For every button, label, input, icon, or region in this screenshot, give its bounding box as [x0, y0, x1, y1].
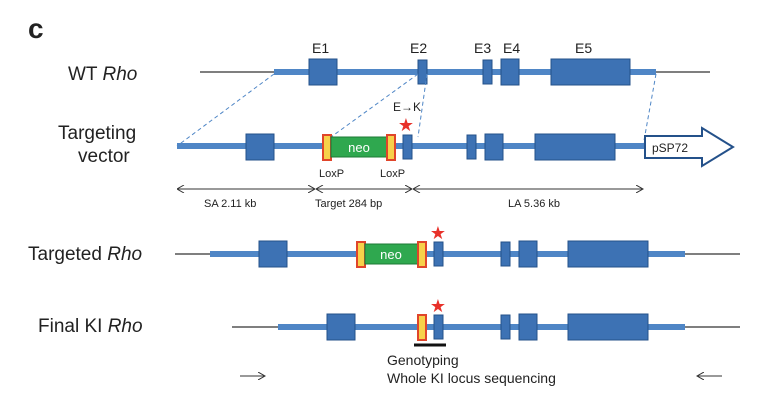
targeted-loxp-left — [356, 241, 366, 268]
exon-label-e5: E5 — [575, 40, 592, 56]
wt-exon-1 — [308, 58, 338, 86]
loxp-label-right: LoxP — [380, 168, 405, 180]
vector-exon-1 — [245, 133, 275, 161]
final-exon-4 — [518, 313, 538, 341]
vector-plasmid-label: pSP72 — [652, 141, 688, 155]
targeting-vector-row: Targeting vector neo pSP72 ★ E→K LoxP Lo… — [58, 100, 735, 180]
wt-exon-2 — [417, 59, 428, 85]
final-loxp — [417, 314, 427, 341]
targeting-vector-label-line1: Targeting — [58, 123, 136, 144]
wt-rho-row: WT Rho E1 E2 E3 E4 E5 — [68, 40, 710, 86]
arm-label-sa: SA 2.11 kb — [204, 198, 256, 210]
targeted-neo-label: neo — [380, 247, 402, 262]
vector-exon-5 — [534, 133, 616, 161]
exon-label-e3: E3 — [474, 40, 491, 56]
wt-rho-label: WT Rho — [68, 64, 137, 85]
arm-label-target: Target 284 bp — [315, 198, 382, 210]
vector-loxp-left — [322, 134, 332, 161]
final-exon-3 — [500, 314, 511, 340]
final-exon-1 — [326, 313, 356, 341]
wt-exon-3 — [482, 59, 493, 85]
loxp-label-left: LoxP — [319, 168, 344, 180]
targeted-rho-row: Targeted Rho neo ★ — [28, 223, 740, 268]
exon-label-e1: E1 — [312, 40, 329, 56]
final-exon-5 — [567, 313, 649, 341]
targeting-vector-label-line2: vector — [78, 146, 130, 167]
targeted-exon-4 — [518, 240, 538, 268]
vector-star: ★ — [398, 115, 414, 135]
final-ki-rho-label: Final KI Rho — [38, 316, 143, 337]
targeted-exon-5 — [567, 240, 649, 268]
homology-dashed-lines — [176, 73, 657, 147]
vector-loxp-right — [386, 134, 396, 161]
vector-neo-label: neo — [348, 140, 370, 155]
vector-exon-2 — [402, 134, 413, 160]
final-ki-rho-row: Final KI Rho ★ Genotyping Whole KI locus… — [38, 296, 740, 386]
targeted-exon-1 — [258, 240, 288, 268]
genotyping-label: Genotyping — [387, 352, 459, 368]
vector-exon-3 — [466, 134, 477, 160]
final-exon-2 — [433, 314, 444, 340]
targeted-exon-2 — [433, 241, 444, 267]
targeted-star: ★ — [430, 223, 446, 243]
targeted-loxp-right — [417, 241, 427, 268]
exon-label-e4: E4 — [503, 40, 520, 56]
vector-exon-4 — [484, 133, 504, 161]
wt-exon-4 — [500, 58, 520, 86]
sequencing-label: Whole KI locus sequencing — [387, 370, 556, 386]
arm-label-la: LA 5.36 kb — [508, 198, 560, 210]
mutation-label: E→K — [393, 100, 421, 114]
targeted-exon-3 — [500, 241, 511, 267]
targeted-rho-label: Targeted Rho — [28, 244, 142, 265]
panel-letter: c — [28, 13, 44, 44]
wt-exon-5 — [550, 58, 631, 86]
final-star: ★ — [430, 296, 446, 316]
vector-plasmid-arrow — [644, 126, 735, 168]
exon-label-e2: E2 — [410, 40, 427, 56]
